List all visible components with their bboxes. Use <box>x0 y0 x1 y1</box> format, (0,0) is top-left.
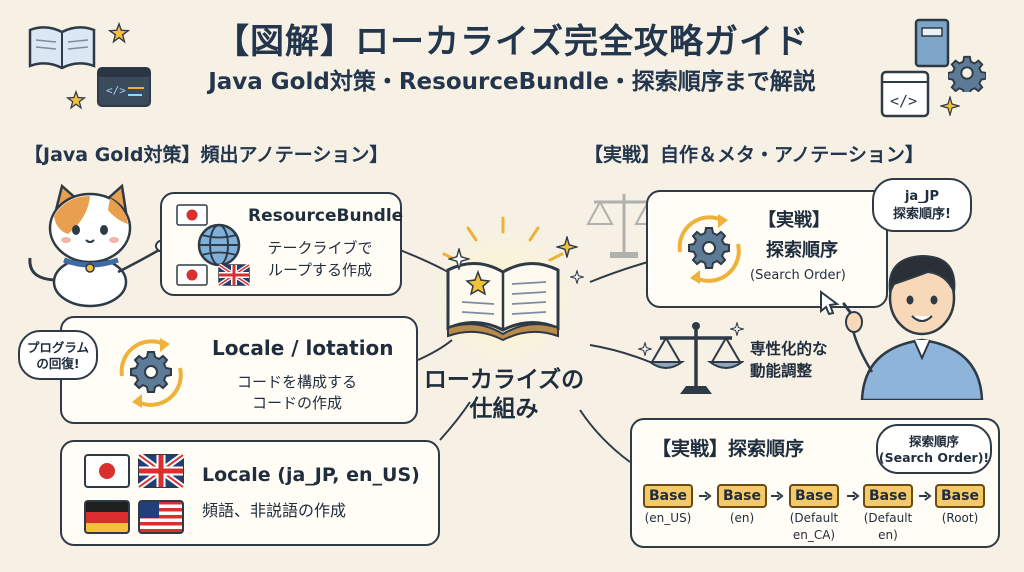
speech-bubble-person-line2: 探索順序! <box>893 207 951 222</box>
scale-icon <box>648 322 744 394</box>
person-illustration <box>842 254 984 400</box>
base-label-line1: (Root) <box>941 511 979 525</box>
speech-bubble-left-line1: プログラム <box>26 340 90 355</box>
sparkle-icon <box>730 322 744 336</box>
locale-codes-card-title: Locale (ja_JP, en_US) <box>202 464 420 486</box>
star-icon <box>108 22 130 44</box>
center-label-line1: ローカライズの <box>423 367 585 393</box>
locale-codes-card: Locale (ja_JP, en_US) 頻語、非説語の作成 <box>60 440 440 546</box>
search-order-step: Base (en_US) <box>640 484 696 528</box>
left-section-heading: 【Java Gold対策】頻出アノテーション】 <box>24 144 389 166</box>
sparkle-icon <box>448 248 470 270</box>
search-order-card-top-title2: 探索順序 <box>766 240 838 261</box>
notebook-icon-topright <box>914 18 950 68</box>
page-title: 【図解】ローカライズ完全攻略ガイド <box>215 22 809 62</box>
speech-bubble-left-line2: の回復! <box>36 356 80 371</box>
cursor-icon <box>820 290 840 316</box>
arrow-right-icon <box>699 491 712 501</box>
base-box: Base <box>717 484 767 508</box>
page-subtitle: Java Gold対策・ResourceBundle・探索順序まで解説 <box>208 69 816 95</box>
base-label-line1: (Default <box>863 511 913 525</box>
germany-flag-icon <box>84 500 130 534</box>
code-window-icon: </> <box>97 67 151 107</box>
base-label-line1: (en) <box>729 511 755 525</box>
gear-icon <box>948 55 986 92</box>
locale-codes-card-desc: 頻語、非説語の作成 <box>202 501 347 520</box>
base-label-line1: (en_US) <box>644 511 692 525</box>
locale-lotation-card-title: Locale / lotation <box>212 336 394 360</box>
base-label-line1: (Default <box>789 511 839 525</box>
base-box: Base <box>643 484 693 508</box>
speech-bubble-search-order-line1: 探索順序 <box>908 434 959 449</box>
base-label-line2: en_CA) <box>792 528 836 542</box>
locale-lotation-card: Locale / lotation コードを構成する コードの作成 <box>60 316 418 424</box>
right-section-heading: 【実戦】自作＆メタ・アノテーション】 <box>584 144 924 166</box>
arrow-right-icon <box>919 491 932 501</box>
search-order-card-top-title1: 【実戦】 <box>758 210 830 231</box>
resourcebundle-card-title: ResourceBundle <box>248 206 404 226</box>
search-order-chain: Base (en_US) Base (en) Base (Default en_… <box>640 484 996 544</box>
locale-lotation-card-desc-1: コードを構成する <box>236 373 357 391</box>
base-label-line2: en) <box>878 528 898 542</box>
code-window-icon: </> <box>880 70 930 118</box>
search-order-card-top-sub: (Search Order) <box>750 268 846 283</box>
usa-flag-icon <box>138 500 184 534</box>
base-box: Base <box>789 484 839 508</box>
cat-illustration <box>28 183 173 308</box>
search-order-step: Base (Default en) <box>858 484 918 542</box>
resourcebundle-card-desc-2: ループする作成 <box>267 261 373 279</box>
uk-flag-icon <box>138 454 184 488</box>
search-order-step: Base (Default en_CA) <box>782 484 846 542</box>
search-order-card-bottom-title: 【実戦】探索順序 <box>652 438 805 460</box>
japan-flag-icon <box>84 454 130 488</box>
center-label-line2: 仕組み <box>469 396 539 422</box>
sparkle-icon <box>638 342 652 356</box>
japan-flag-icon <box>176 264 208 286</box>
sparkle-icon <box>940 96 960 116</box>
speech-bubble-search-order: 探索順序 (Search Order)! <box>876 424 992 474</box>
resourcebundle-card-desc-1: テークライブで <box>267 239 373 257</box>
speech-bubble-search-order-line2: (Search Order)! <box>878 450 990 465</box>
japan-flag-icon <box>176 204 208 226</box>
svg-text:</>: </> <box>106 84 126 97</box>
book-icon-topleft <box>28 26 96 70</box>
center-label: ローカライズの 仕組み <box>404 366 604 424</box>
scale-caption-line2: 動能調整 <box>750 362 813 380</box>
sparkle-icon <box>570 270 584 284</box>
svg-text:</>: </> <box>890 92 917 110</box>
gear-cycle-icon <box>677 214 741 284</box>
globe-icon <box>197 223 241 267</box>
speech-bubble-person: ja_JP 探索順序! <box>872 178 972 232</box>
locale-lotation-card-desc-2: コードの作成 <box>251 394 342 412</box>
scale-caption-line1: 専性化的な <box>750 340 828 358</box>
star-icon <box>66 90 86 110</box>
scale-caption: 専性化的な 動能調整 <box>750 338 828 382</box>
base-box: Base <box>935 484 985 508</box>
uk-flag-icon <box>218 264 250 286</box>
speech-bubble-left: プログラム の回復! <box>18 330 98 380</box>
speech-bubble-person-line1: ja_JP <box>904 189 940 204</box>
base-box: Base <box>863 484 913 508</box>
search-order-step: Base (en) <box>714 484 770 528</box>
glowing-book-icon <box>433 216 573 360</box>
arrow-right-icon <box>847 491 860 501</box>
resourcebundle-card: ResourceBundle テークライブで ループする作成 <box>160 192 404 296</box>
search-order-step: Base (Root) <box>932 484 988 528</box>
gear-cycle-icon <box>119 338 183 408</box>
sparkle-icon <box>556 236 578 258</box>
arrow-right-icon <box>771 491 784 501</box>
search-order-card-top: 【実戦】 探索順序 (Search Order) <box>646 190 888 308</box>
